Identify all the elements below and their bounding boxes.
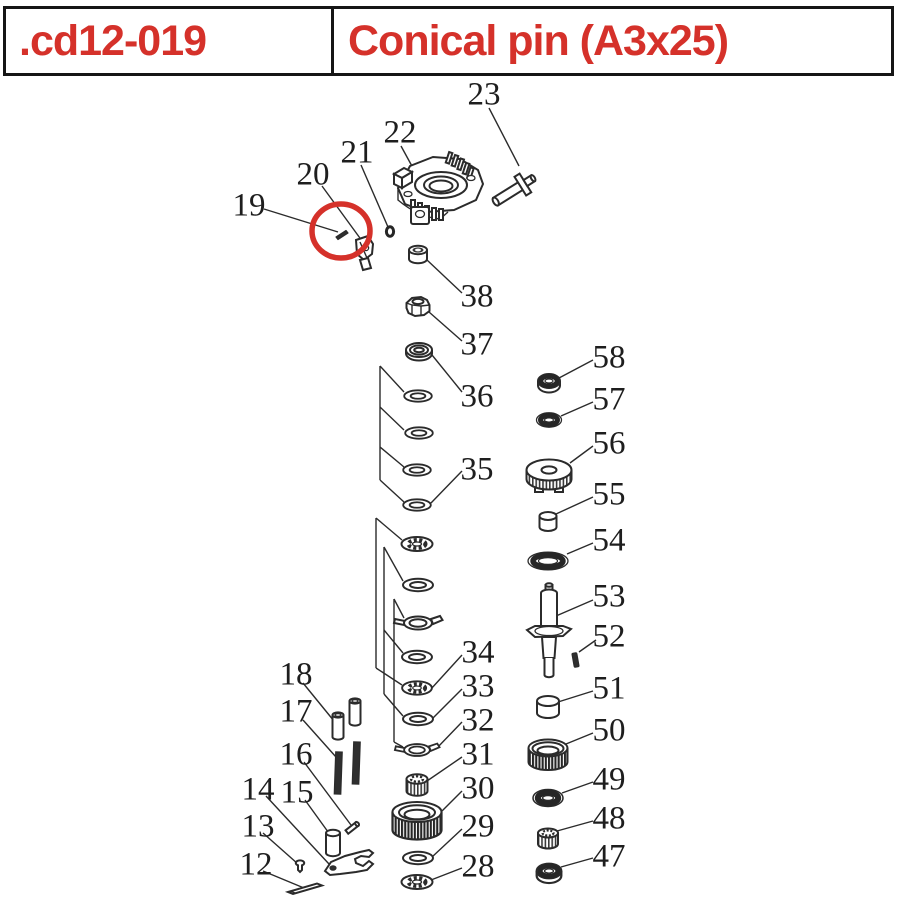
part-callout-12: 12 xyxy=(239,846,273,883)
part-53-spindle-shaft xyxy=(525,582,573,679)
bracket-lines xyxy=(375,365,405,748)
part-49-oring xyxy=(533,790,563,807)
part-31-needle-bearing xyxy=(405,773,429,797)
part-57-oring xyxy=(537,413,562,427)
header-table: .cd12-019 Conical pin (A3x25) xyxy=(3,6,894,76)
part-callout-51: 51 xyxy=(592,670,626,707)
part-code: .cd12-019 xyxy=(6,9,334,73)
part-callout-52: 52 xyxy=(592,618,626,655)
part-callout-34: 34 xyxy=(461,634,495,671)
part-37-nut xyxy=(405,295,431,318)
part-name: Conical pin (A3x25) xyxy=(348,16,729,65)
part-callout-50: 50 xyxy=(592,712,626,749)
part-callout-21: 21 xyxy=(340,134,374,171)
part-36-bearing-washer xyxy=(405,342,433,362)
part-callout-54: 54 xyxy=(592,522,626,559)
part-callout-20: 20 xyxy=(296,156,330,193)
part-callout-58: 58 xyxy=(592,339,626,376)
part-callout-37: 37 xyxy=(460,326,494,363)
part-55-bushing xyxy=(538,511,558,532)
part-callout-33: 33 xyxy=(461,668,495,705)
part-callout-29: 29 xyxy=(461,808,495,845)
part-callout-13: 13 xyxy=(241,808,275,845)
part-callout-56: 56 xyxy=(592,425,626,462)
part-54-seal-ring xyxy=(527,551,569,571)
part-50-gear-cup xyxy=(527,738,569,771)
part-28-spline-washer xyxy=(399,873,435,891)
washer-stack-lower xyxy=(393,535,444,757)
part-30-gear xyxy=(391,801,443,841)
part-callout-53: 53 xyxy=(592,578,626,615)
part-callout-28: 28 xyxy=(461,848,495,885)
part-callout-23: 23 xyxy=(467,76,501,113)
leader-lines xyxy=(262,107,597,889)
part-callout-47: 47 xyxy=(592,838,626,875)
part-callout-49: 49 xyxy=(592,761,626,798)
highlight-circle xyxy=(309,201,373,261)
part-callout-14: 14 xyxy=(241,771,275,808)
part-13-screw xyxy=(294,859,306,874)
part-48-pinion-gear xyxy=(537,827,559,850)
part-callout-16: 16 xyxy=(279,736,313,773)
part-29-washer xyxy=(402,850,434,866)
part-17-rods xyxy=(333,741,361,795)
part-12-strip xyxy=(284,882,326,896)
part-callout-55: 55 xyxy=(592,476,626,513)
part-callout-57: 57 xyxy=(592,381,626,418)
part-callout-38: 38 xyxy=(460,278,494,315)
part-callout-35: 35 xyxy=(460,451,494,488)
part-callout-15: 15 xyxy=(280,774,314,811)
part-21-ring xyxy=(384,225,396,238)
part-52-pin xyxy=(571,652,580,668)
part-38-bushing xyxy=(408,244,428,265)
part-15-sleeve xyxy=(325,828,341,858)
part-51-bushing xyxy=(536,695,560,719)
part-18-tubes xyxy=(331,697,362,741)
part-47-bearing xyxy=(537,864,562,883)
part-16-pin xyxy=(344,820,361,836)
part-callout-18: 18 xyxy=(279,656,313,693)
part-23-pin xyxy=(491,172,537,207)
part-callout-31: 31 xyxy=(461,736,495,773)
part-22-housing xyxy=(391,150,485,225)
part-callout-17: 17 xyxy=(279,693,313,730)
part-58-bearing xyxy=(538,374,560,393)
part-19-conical-pin xyxy=(335,229,349,241)
part-56-gear xyxy=(525,458,573,493)
part-14-fork-lever xyxy=(323,848,375,877)
part-callout-36: 36 xyxy=(460,378,494,415)
part-callout-19: 19 xyxy=(232,187,266,224)
part-callout-48: 48 xyxy=(592,800,626,837)
part-35-washers xyxy=(402,389,434,512)
part-callout-32: 32 xyxy=(461,702,495,739)
part-callout-30: 30 xyxy=(461,770,495,807)
part-callout-22: 22 xyxy=(383,114,417,151)
